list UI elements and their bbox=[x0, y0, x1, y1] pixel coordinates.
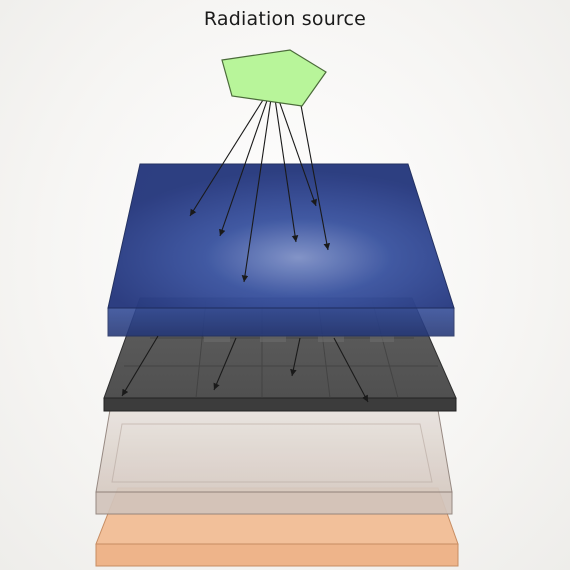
radiation-source-label: Radiation source bbox=[203, 8, 367, 30]
incident-rays bbox=[189, 91, 331, 283]
scintillator-layer bbox=[107, 163, 455, 337]
incident-ray-6 bbox=[299, 99, 331, 251]
incident-ray-1 bbox=[189, 91, 269, 217]
incident-ray-2 bbox=[219, 91, 271, 237]
incident-ray-5 bbox=[275, 91, 317, 207]
transmitted-ray-2 bbox=[213, 337, 237, 391]
transmitted-ray-3 bbox=[290, 337, 301, 377]
transmitted-ray-4 bbox=[333, 337, 369, 403]
radiation-source-icon bbox=[221, 49, 327, 107]
transmitted-rays bbox=[121, 335, 369, 403]
incident-ray-3 bbox=[241, 91, 273, 283]
transmitted-ray-1 bbox=[121, 335, 159, 397]
incident-ray-4 bbox=[273, 91, 299, 243]
glass-substrate-layer bbox=[95, 409, 453, 515]
pixel-cells bbox=[204, 334, 394, 342]
